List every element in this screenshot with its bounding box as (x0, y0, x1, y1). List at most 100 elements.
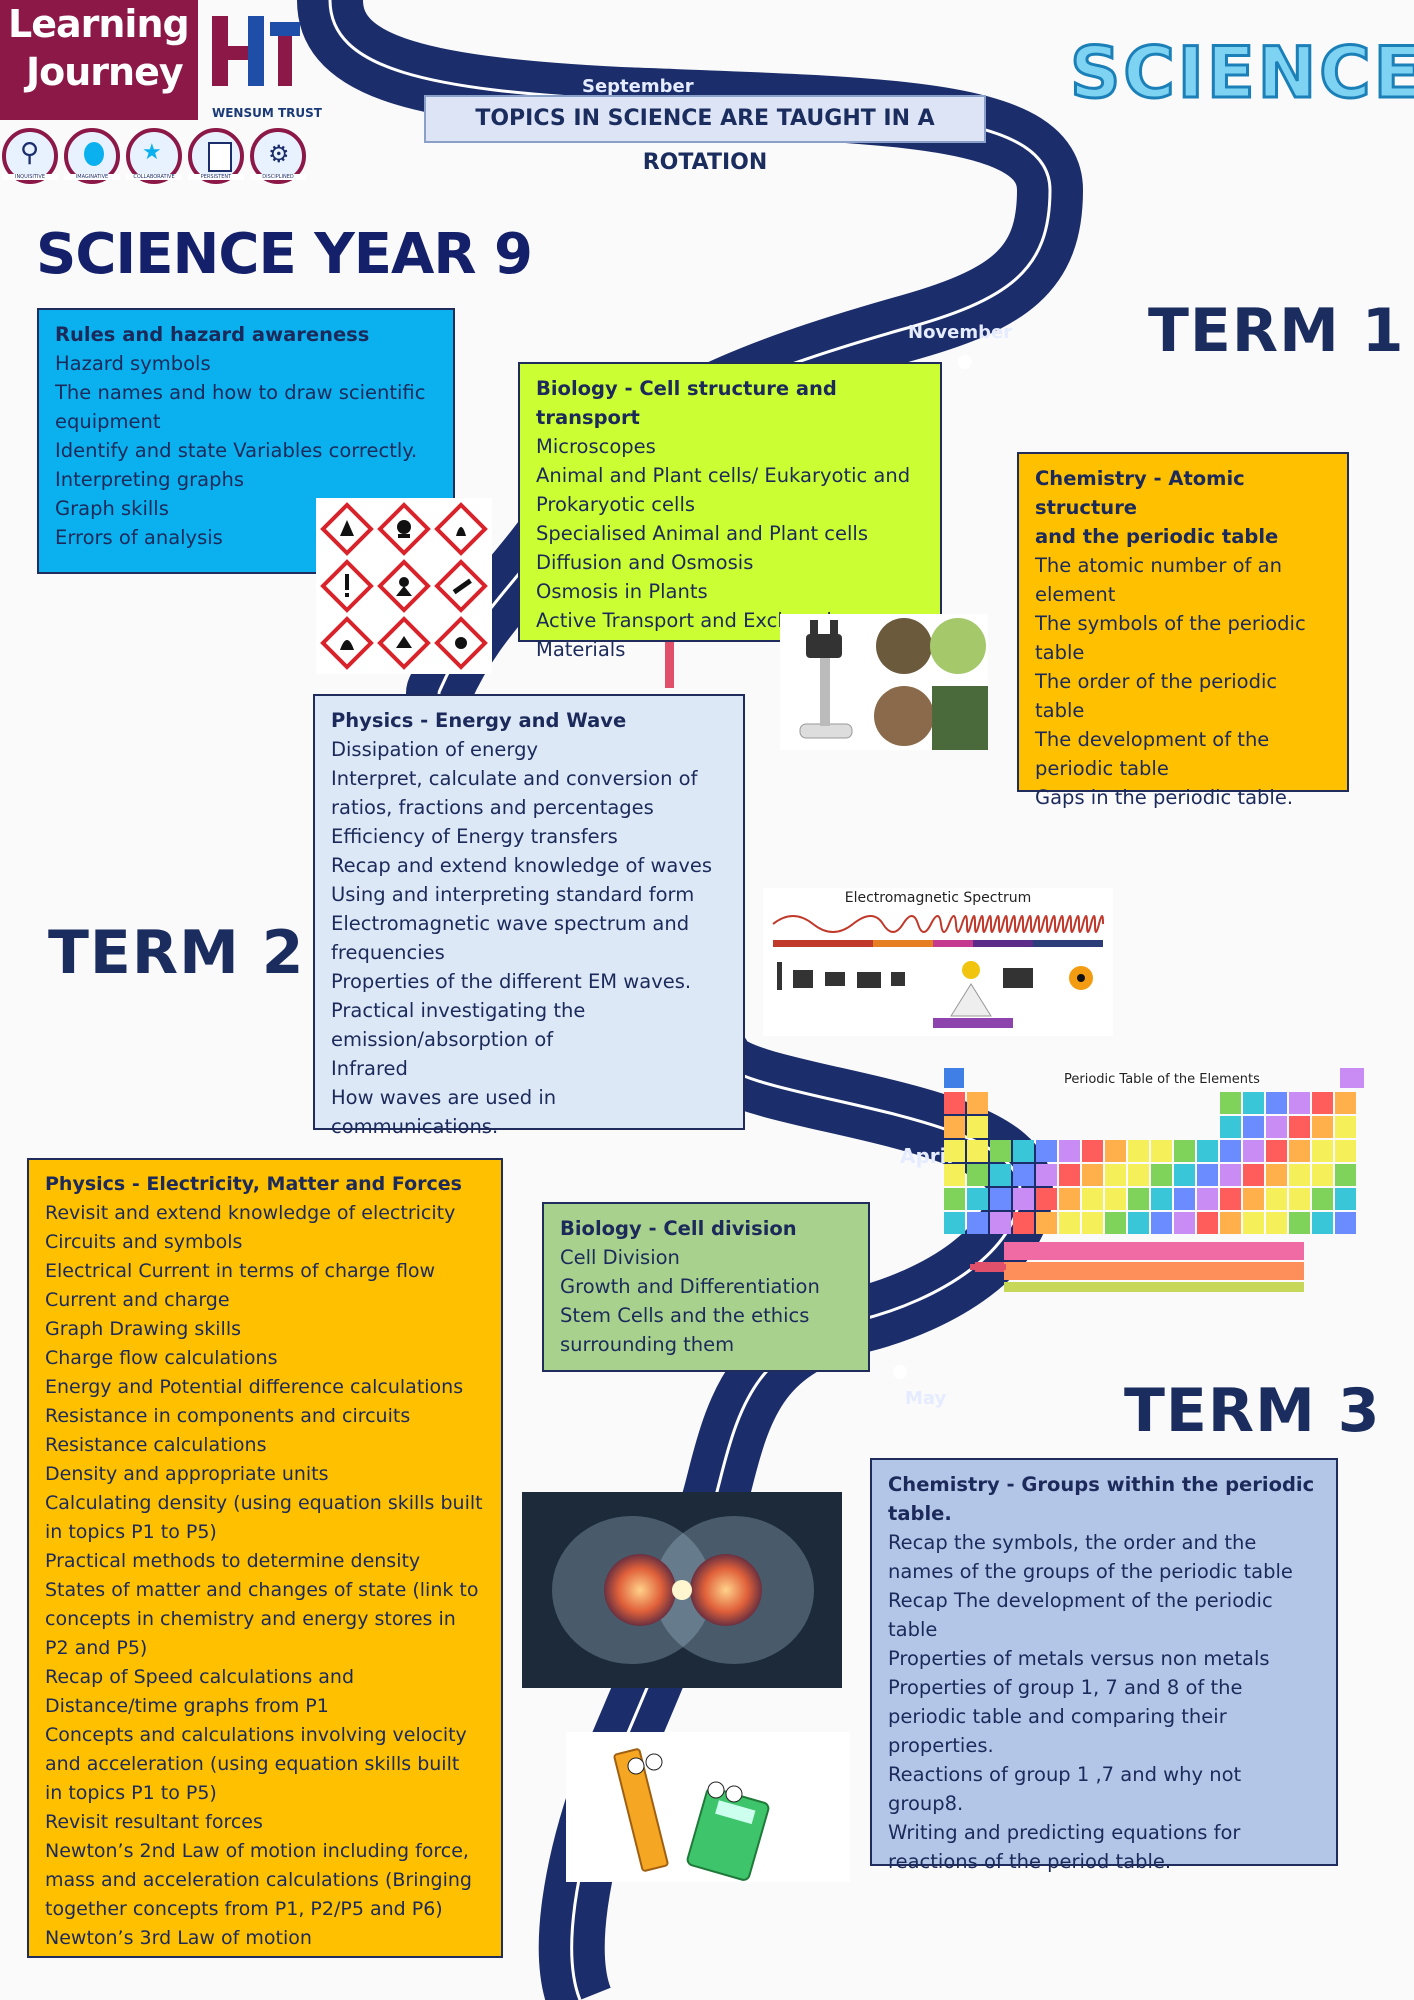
phys-elec-item: Graph Drawing skills (45, 1318, 242, 1340)
element-cell (1036, 1188, 1057, 1210)
element-cell (1151, 1212, 1172, 1234)
bio-cell-item: Materials (536, 638, 626, 661)
element-cell (1151, 1164, 1172, 1186)
chem-groups-item: names of the groups of the periodic tabl… (888, 1560, 1293, 1583)
element-cell (1289, 1140, 1310, 1162)
value-label-0: INQUISITIVE (2, 174, 58, 180)
element-cell (1266, 1116, 1287, 1138)
rules-item: Graph skills (55, 497, 169, 520)
chem-groups-item: Recap the symbols, the order and the (888, 1531, 1257, 1554)
element-cell (1151, 1140, 1172, 1162)
element-cell (967, 1140, 988, 1162)
bio-div-item: Stem Cells and the ethics (560, 1304, 810, 1327)
head-gear-icon: ⚙ (268, 140, 290, 168)
phys-elec-item: in topics P1 to P5) (45, 1782, 217, 1804)
bio-cell-item: Specialised Animal and Plant cells (536, 522, 869, 545)
phys-energy-item: Dissipation of energy (331, 738, 538, 761)
em-spectrum-image: Electromagnetic Spectrum (763, 888, 1113, 1036)
element-cell (1220, 1140, 1241, 1162)
chem-atomic-item: periodic table (1035, 757, 1169, 780)
element-cell (967, 1092, 988, 1114)
element-cell (1059, 1140, 1080, 1162)
element-cell (1243, 1164, 1264, 1186)
element-cell (1105, 1140, 1126, 1162)
rules-item: Interpreting graphs (55, 468, 244, 491)
element-cell (1289, 1092, 1310, 1114)
wensum-trust-label: WENSUM TRUST (212, 106, 322, 120)
term-2-label: TERM 2 (48, 918, 305, 988)
term-3-label: TERM 3 (1124, 1376, 1381, 1446)
phys-elec-item: Resistance calculations (45, 1434, 267, 1456)
element-cell (1013, 1212, 1034, 1234)
chem-groups-item: Recap The development of the periodic (888, 1589, 1273, 1612)
phys-elec-item: Recap of Speed calculations and (45, 1666, 355, 1688)
phys-energy-item: How waves are used in communications. (331, 1086, 557, 1138)
element-cell (1036, 1140, 1057, 1162)
chem-groups-item: reactions of the period table. (888, 1850, 1172, 1873)
phys-elec-item: and acceleration (using equation skills … (45, 1753, 460, 1775)
element-cell (967, 1116, 988, 1138)
element-cell (1059, 1164, 1080, 1186)
element-cell (1289, 1164, 1310, 1186)
element-cell (1312, 1092, 1333, 1114)
phys-elec-item: States of matter and changes of state (l… (45, 1579, 479, 1601)
phys-energy-item: Interpret, calculate and conversion of (331, 767, 698, 790)
team-icon: ★ (142, 140, 162, 165)
bio-cell-item: Microscopes (536, 435, 656, 458)
bio-div-title: Biology - Cell division (560, 1217, 797, 1240)
element-cell (1128, 1188, 1149, 1210)
element-cell (967, 1212, 988, 1234)
phys-elec-item: concepts in chemistry and energy stores … (45, 1608, 456, 1630)
em-spectrum-title: Electromagnetic Spectrum (844, 890, 1032, 906)
chem-atomic-item: table (1035, 641, 1085, 664)
chem-atomic-item: Gaps in the periodic table. (1035, 786, 1294, 809)
element-cell (967, 1188, 988, 1210)
element-cell (1243, 1212, 1264, 1234)
element-cell (1266, 1092, 1287, 1114)
rules-item: Hazard symbols (55, 352, 211, 375)
element-cell (990, 1140, 1011, 1162)
element-cell (1243, 1140, 1264, 1162)
bio-cell-item: Animal and Plant cells/ Eukaryotic and (536, 464, 911, 487)
value-label-2: COLLABORATIVE (126, 174, 182, 180)
element-cell (1312, 1116, 1333, 1138)
chem-groups-title-2: table. (888, 1502, 952, 1525)
element-cell (1013, 1140, 1034, 1162)
element-cell (1335, 1164, 1356, 1186)
chem-atomic-item: The symbols of the periodic (1035, 612, 1306, 635)
element-cell (1128, 1164, 1149, 1186)
ruler-calculator-image (566, 1732, 850, 1882)
phys-elec-item: Revisit and extend knowledge of electric… (45, 1202, 456, 1224)
microscope-icon (799, 618, 988, 750)
phys-elec-item: Newton’s 2nd Law of motion including for… (45, 1840, 469, 1862)
element-cell (1128, 1140, 1149, 1162)
element-cell (1243, 1116, 1264, 1138)
phys-energy-item: Practical investigating the (331, 999, 586, 1022)
element-cell (1335, 1188, 1356, 1210)
phys-energy-item: frequencies (331, 941, 445, 964)
element-cell (1174, 1164, 1195, 1186)
element-cell (1266, 1140, 1287, 1162)
element-cell (1312, 1188, 1333, 1210)
chem-groups-title-1: Chemistry - Groups within the periodic (888, 1473, 1315, 1496)
element-cell (944, 1164, 965, 1186)
chem-atomic-item: The order of the periodic (1035, 670, 1278, 693)
element-cell (1105, 1212, 1126, 1234)
phys-elec-item: Current and charge (45, 1289, 230, 1311)
element-cell (944, 1116, 965, 1138)
chem-groups-item: Reactions of group 1 ,7 and why not grou… (888, 1763, 1242, 1815)
science-word-art: SCIENCE (1068, 31, 1414, 116)
phys-elec-item: in topics P1 to P5) (45, 1521, 217, 1543)
phys-elec-item: Resistance in components and circuits (45, 1405, 411, 1427)
bio-div-item: Cell Division (560, 1246, 680, 1269)
chemistry-atomic-structure-box: Chemistry - Atomic structure and the per… (1017, 452, 1349, 809)
element-cell (1335, 1140, 1356, 1162)
element-cell (1082, 1188, 1103, 1210)
element-cell (1128, 1212, 1149, 1234)
rules-item: Identify and state Variables correctly. (55, 439, 418, 462)
phys-elec-item: Calculating density (using equation skil… (45, 1492, 483, 1514)
hazard-symbols-image (316, 498, 492, 674)
element-cell (1174, 1188, 1195, 1210)
element-cell (1289, 1188, 1310, 1210)
phys-elec-item: Practical methods to determine density (45, 1550, 421, 1572)
